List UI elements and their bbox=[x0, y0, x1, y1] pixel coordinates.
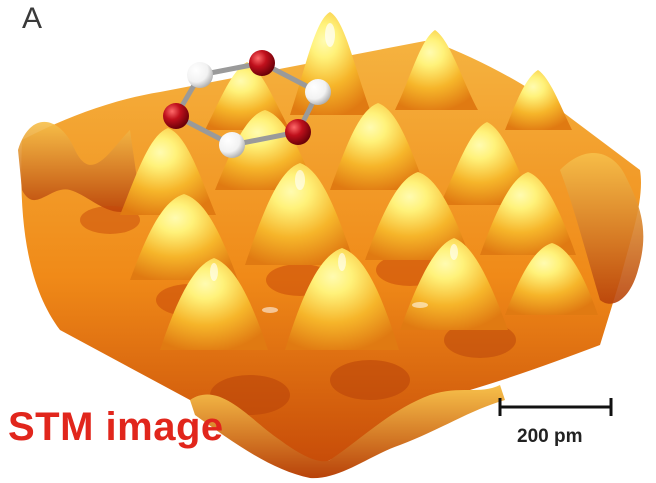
surface-peak bbox=[505, 70, 572, 130]
hydrogen-atom bbox=[219, 132, 245, 158]
surface-peak bbox=[285, 248, 399, 350]
surface-peak bbox=[245, 163, 355, 265]
surface-peak bbox=[160, 258, 268, 350]
hydrogen-atom bbox=[305, 79, 331, 105]
surface-peak bbox=[330, 103, 426, 190]
highlight bbox=[338, 253, 346, 271]
hydrogen-atom bbox=[187, 62, 213, 88]
water-hexamer-molecule bbox=[163, 50, 331, 158]
highlight bbox=[412, 302, 428, 308]
valley bbox=[330, 360, 410, 400]
oxygen-atom bbox=[249, 50, 275, 76]
oxygen-atom bbox=[163, 103, 189, 129]
scale-bar bbox=[498, 398, 613, 416]
surface-peak bbox=[400, 238, 508, 330]
scale-bar-label: 200 pm bbox=[517, 426, 583, 447]
surface-peak bbox=[395, 30, 478, 110]
highlight bbox=[325, 23, 335, 47]
panel-label: A bbox=[22, 2, 43, 35]
surface-peak bbox=[365, 172, 471, 260]
surface-peak bbox=[130, 194, 238, 280]
caption-title: STM image bbox=[8, 405, 224, 449]
stm-surface-right-edge bbox=[560, 153, 644, 304]
highlight bbox=[295, 170, 305, 190]
surface-peak bbox=[440, 122, 534, 205]
stm-surface-left-edge bbox=[18, 121, 140, 213]
valley bbox=[444, 322, 516, 358]
stm-surface-front-edge bbox=[190, 385, 505, 479]
surface-peak bbox=[505, 243, 598, 315]
oxygen-atom bbox=[285, 119, 311, 145]
surface-peak bbox=[120, 128, 216, 215]
highlight bbox=[210, 263, 218, 281]
highlight bbox=[262, 307, 278, 313]
highlight bbox=[450, 244, 458, 260]
surface-peak bbox=[480, 172, 576, 255]
